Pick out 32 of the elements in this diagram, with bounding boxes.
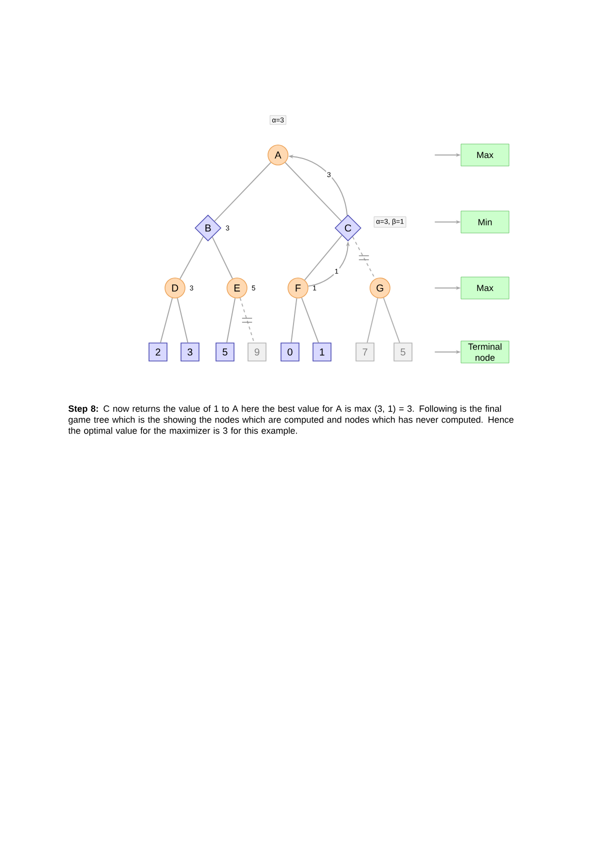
tree-edge	[301, 297, 319, 344]
circle-node: F	[288, 278, 308, 298]
level-box: Max	[460, 144, 510, 166]
tree-edge	[226, 298, 236, 344]
tree-edge	[304, 234, 342, 281]
tree-edge	[176, 298, 188, 344]
tree-edge	[366, 298, 378, 344]
leaf-box: 5	[216, 342, 234, 362]
level-box: Min	[460, 210, 510, 234]
level-box: Max	[460, 276, 510, 300]
leaf-box: 1	[312, 342, 332, 362]
leaf-box: 2	[148, 342, 168, 362]
circle-node: G	[370, 278, 390, 298]
tree-edge	[212, 236, 233, 280]
caption: Step 8: C now returns the value of 1 to A here the best value for A is max (3, 1) = 3. Following is the final game tree which is the showing the nodes which are computed and nodes which has never computed. Hence the optimal value for the maximizer is 3 for this example.	[68, 405, 514, 436]
leaf-box: 0	[280, 342, 300, 362]
leaf-box: 9	[248, 342, 266, 362]
tree-edge	[160, 298, 173, 344]
level-box: Terminal node	[460, 340, 510, 364]
leaf-box: 7	[356, 342, 374, 362]
circle-node: A	[268, 144, 288, 166]
tree-edge	[290, 298, 298, 344]
circle-node: D	[164, 278, 186, 298]
tree-edge	[214, 162, 272, 222]
leaf-box: 5	[394, 342, 412, 362]
leaf-box: 3	[180, 342, 200, 362]
tree-edge	[284, 162, 342, 222]
tree-edge	[240, 297, 255, 344]
circle-node: E	[226, 278, 248, 298]
tree-edge	[180, 236, 204, 280]
tree-edge	[383, 297, 400, 344]
tree-edge	[352, 236, 376, 280]
